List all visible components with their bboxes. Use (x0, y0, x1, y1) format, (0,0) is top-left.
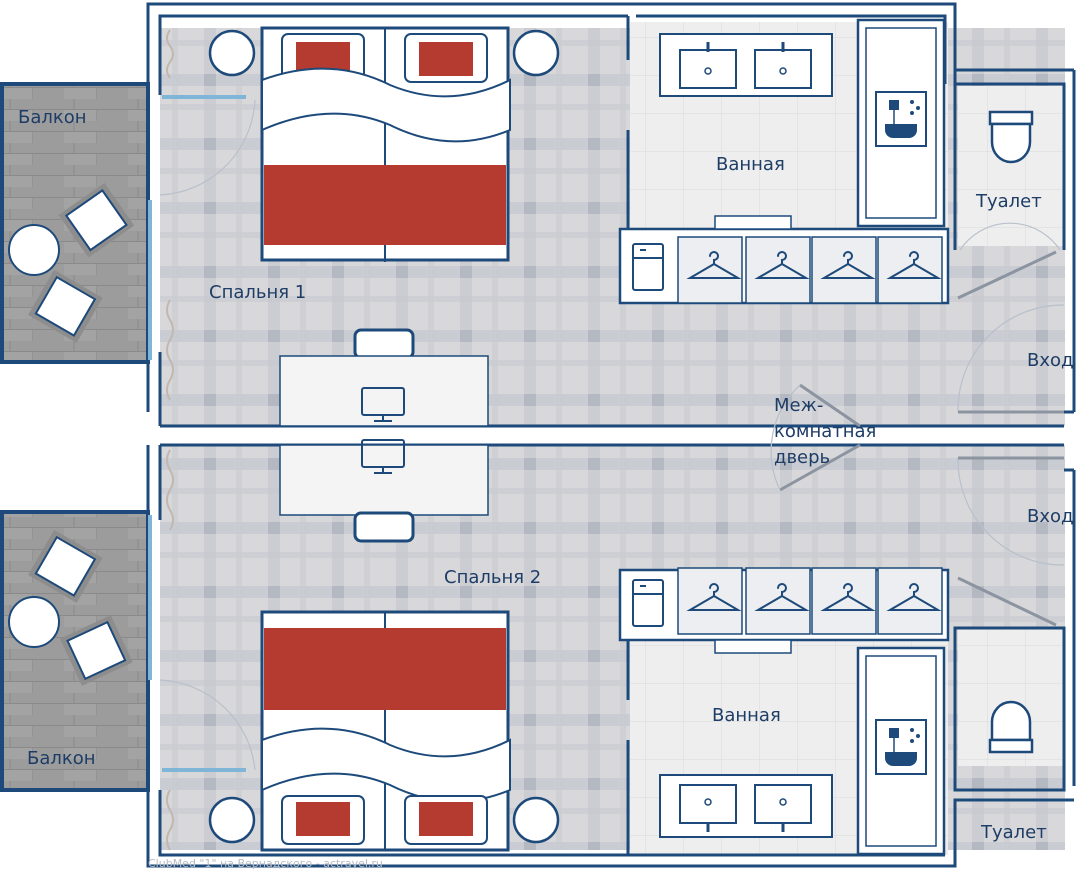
tv-icon (361, 439, 405, 474)
bedroom-2-label: Спальня 2 (444, 567, 542, 588)
bathroom-top-label: Ванная (716, 154, 785, 175)
entrance-top-label: Вход (1027, 350, 1074, 371)
bath-shower-icon (875, 91, 927, 147)
walls (146, 2, 1076, 868)
credit-watermark: ClubMed "1" на Вернадского - actravel.ru (148, 857, 383, 870)
toilet-top-floor (958, 86, 1063, 246)
balcony-top-furniture (8, 182, 135, 343)
nightstands (208, 29, 560, 844)
bathroom-bottom-label: Ванная (712, 705, 781, 726)
bed-bottom (260, 610, 511, 852)
vanity-bottom (659, 774, 833, 838)
minibar-top-icon (632, 243, 664, 291)
toilet-bottom-icon (988, 700, 1034, 754)
towel-rail-top (714, 215, 792, 230)
connecting-door-line-1: Меж- (774, 395, 824, 416)
balcony-glass-doors (148, 95, 246, 772)
curtains (166, 29, 174, 851)
vanity-top (659, 33, 833, 97)
bedroom-1-label: Спальня 1 (209, 282, 307, 303)
connecting-door-line-3: дверь (774, 447, 831, 468)
towel-rail-bottom (714, 639, 792, 654)
balcony-top-label: Балкон (18, 107, 87, 128)
wardrobe-top (618, 227, 950, 305)
balcony-bottom-furniture (8, 529, 133, 686)
bath-shower-icon (875, 719, 927, 775)
toilet-top-label: Туалет (976, 191, 1042, 212)
connecting-door-label: Меж- комнатная дверь (774, 393, 904, 471)
minibar-bottom-icon (632, 579, 664, 627)
tv-icon (361, 387, 405, 422)
desk-bottom (279, 439, 489, 543)
toilet-bottom-label: Туалет (981, 822, 1047, 843)
entrance-bottom-label: Вход (1027, 506, 1074, 527)
connecting-door-line-2: комнатная (774, 421, 877, 442)
balcony-bottom-label: Балкон (27, 748, 96, 769)
toilet-top-icon (988, 110, 1034, 164)
bed-top (260, 26, 511, 262)
door-swings (159, 99, 1065, 771)
hanger-icons (686, 251, 942, 611)
connecting-door-arc (770, 384, 801, 491)
desk-top (279, 328, 489, 427)
doors (779, 250, 1064, 627)
